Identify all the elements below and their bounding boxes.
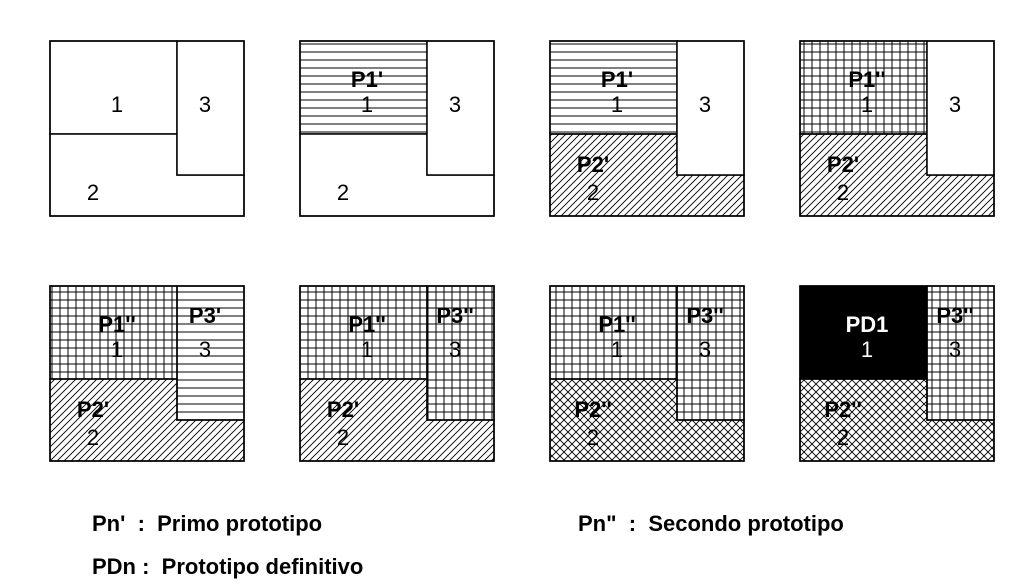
prototype-label: P1'' <box>348 312 385 337</box>
region-number: 1 <box>361 92 373 117</box>
region-number: 1 <box>861 337 873 362</box>
panel-border <box>549 285 745 462</box>
panel-border <box>299 40 495 217</box>
panel-3: 1P1' 2 P2' 3 <box>549 40 745 217</box>
region-number: 2 <box>337 425 349 450</box>
region-number: 3 <box>949 337 961 362</box>
prototype-label: P2' <box>77 397 109 422</box>
region-number: 1 <box>611 337 623 362</box>
prototype-label: P2' <box>327 397 359 422</box>
region-number: 2 <box>87 180 99 205</box>
region-number: 2 <box>587 425 599 450</box>
panel-border <box>299 285 495 462</box>
region-number: 2 <box>837 180 849 205</box>
region-number: 1 <box>861 92 873 117</box>
panel-7: 1P1'' 2 P2'' 3 P3'' <box>549 285 745 462</box>
region-number: 2 <box>337 180 349 205</box>
panel-border <box>549 40 745 217</box>
panel-4: 1P1'' 2 P2' 3 <box>799 40 995 217</box>
region-number: 2 <box>587 180 599 205</box>
prototype-label: P2'' <box>824 397 861 422</box>
prototype-label: P2' <box>827 152 859 177</box>
region-number: 2 <box>837 425 849 450</box>
panel-border <box>799 40 995 217</box>
region-number: 3 <box>949 92 961 117</box>
panel-1: 1 2 3 <box>49 40 245 217</box>
region-number: 3 <box>449 337 461 362</box>
region-number: 2 <box>87 425 99 450</box>
prototype-label: P3'' <box>436 303 473 328</box>
prototype-label: P3'' <box>936 303 973 328</box>
region-number: 1 <box>111 92 123 117</box>
prototype-label: P1'' <box>598 312 635 337</box>
prototype-label: P1'' <box>848 67 885 92</box>
prototype-label: P1' <box>351 67 383 92</box>
prototype-label: P1'' <box>98 312 135 337</box>
prototype-label: P2'' <box>574 397 611 422</box>
legend-definitive-prototype: PDn : Prototipo definitivo <box>92 554 364 579</box>
region-number: 1 <box>111 337 123 362</box>
region-number: 1 <box>611 92 623 117</box>
region-number: 3 <box>199 337 211 362</box>
region-number: 3 <box>449 92 461 117</box>
panel-border <box>49 40 245 217</box>
prototype-label: P1' <box>601 67 633 92</box>
panel-2: 1P1' 2 3 <box>299 40 495 217</box>
region-number: 3 <box>699 337 711 362</box>
prototype-label: P3' <box>189 303 221 328</box>
region-1 <box>49 40 178 135</box>
panel-5: 1P1'' 2 P2' 3 P3' <box>49 285 245 462</box>
region-number: 1 <box>361 337 373 362</box>
prototype-label: P3'' <box>686 303 723 328</box>
legend-first-prototype: Pn' : Primo prototipo <box>92 511 323 536</box>
region-number: 3 <box>199 92 211 117</box>
prototype-label: PD1 <box>846 312 889 337</box>
panel-border <box>799 285 995 462</box>
region-number: 3 <box>699 92 711 117</box>
prototype-label: P2' <box>577 152 609 177</box>
panel-border <box>49 285 245 462</box>
panel-6: 1P1'' 2 P2' 3 P3'' <box>299 285 495 462</box>
legend-second-prototype: Pn" : Secondo prototipo <box>578 511 844 536</box>
